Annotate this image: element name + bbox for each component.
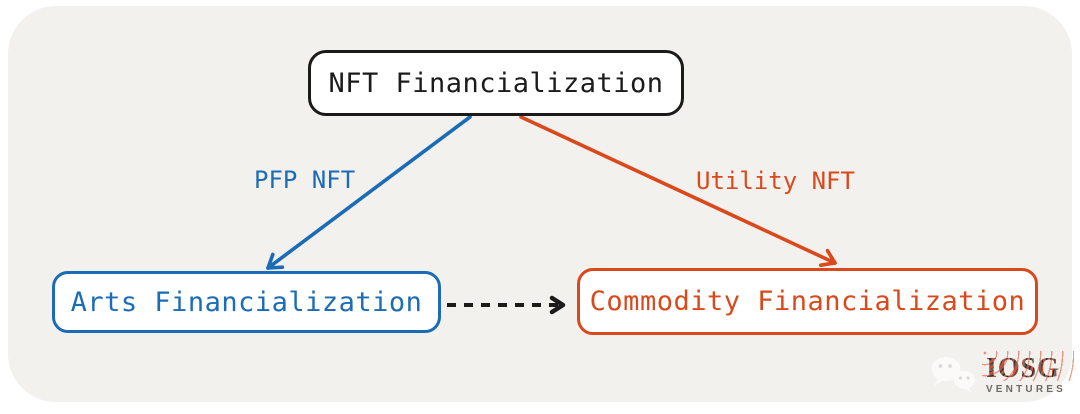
iosg-ventures-logo: IOSG VENTURES — [926, 351, 1074, 396]
node-arts-financialization: Arts Financialization — [52, 271, 441, 333]
logo-text-block: IOSG VENTURES — [981, 351, 1074, 395]
edge-label-utility-nft: Utility NFT — [696, 167, 855, 195]
node-nft-label: NFT Financialization — [328, 67, 664, 99]
node-nft-financialization: NFT Financialization — [308, 50, 684, 116]
logo-subtext: VENTURES — [985, 384, 1066, 395]
node-commodity-label: Commodity Financialization — [589, 286, 1026, 317]
edge-label-pfp-nft: PFP NFT — [254, 166, 356, 194]
node-commodity-financialization: Commodity Financialization — [577, 268, 1038, 335]
wechat-icon — [931, 357, 975, 393]
node-arts-label: Arts Financialization — [70, 286, 423, 318]
logo-brand-text: IOSG — [985, 353, 1060, 384]
